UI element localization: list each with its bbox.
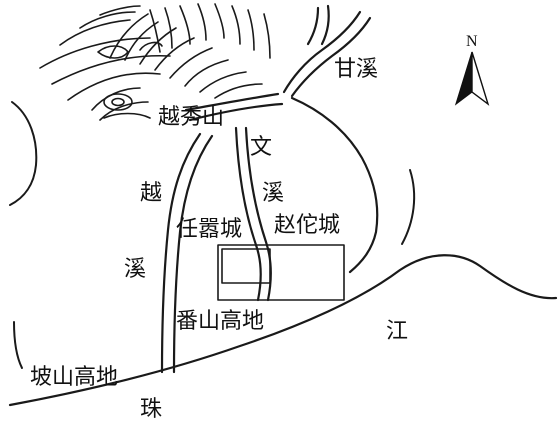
ridge-roads: [184, 92, 284, 122]
city-walls: [217, 244, 345, 301]
label-yuexiushan: 越秀山: [158, 105, 224, 130]
north-arrow-left-half: [454, 51, 473, 106]
label-zhu: 珠: [140, 397, 162, 422]
label-wen: 文: [250, 135, 272, 160]
yuexi-creek: [160, 132, 214, 374]
label-xi-wenxi: 溪: [262, 181, 284, 206]
label-renxiaocheng: 任嚣城: [176, 217, 242, 242]
coast-south-left: [13, 321, 23, 369]
pearl-river-east-edge: [401, 169, 416, 245]
hill-loops: [97, 41, 163, 119]
ganxi-creek: [282, 4, 372, 98]
renxiao-city-wall: [217, 244, 345, 301]
label-panshan: 番山高地: [176, 309, 264, 334]
label-zhaotuocheng: 赵佗城: [274, 213, 340, 238]
eastern-creek: [290, 96, 379, 274]
north-arrow-right-half: [471, 51, 490, 106]
label-jiang: 江: [386, 319, 408, 344]
pearl-river-north-bank: [8, 254, 558, 407]
label-poshan: 坡山高地: [30, 365, 118, 390]
label-yue: 越: [140, 181, 162, 206]
north-label: N: [466, 33, 478, 50]
label-ganxi: 甘溪: [334, 57, 378, 82]
inner-city-wall: [221, 248, 271, 284]
north-arrow: N: [454, 33, 490, 106]
left-coastline: [9, 101, 38, 206]
label-xi-yuexi: 溪: [124, 257, 146, 282]
mountain-hachures: [39, 3, 271, 121]
